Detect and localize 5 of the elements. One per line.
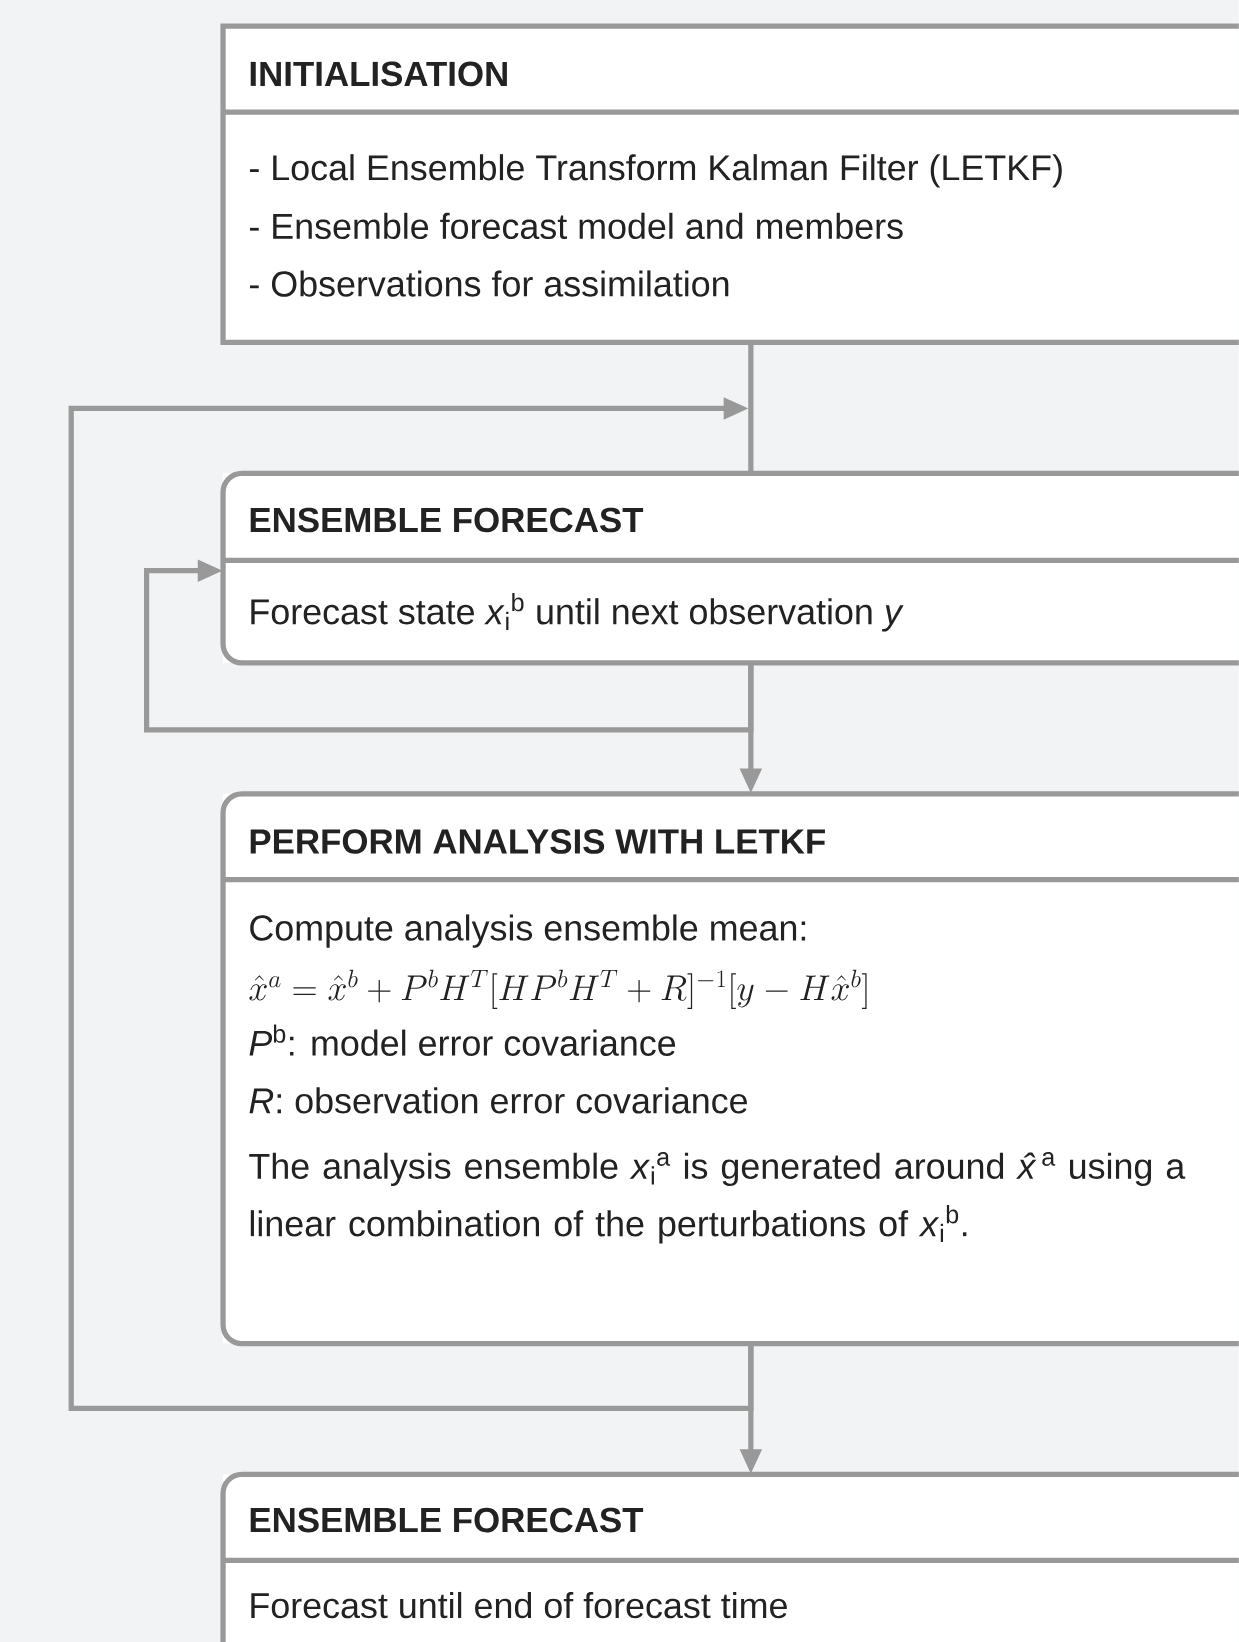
arrow bbox=[68, 397, 754, 1412]
process-box: ENSEMBLE FORECAST Forecast until end of forecast time bbox=[220, 1471, 1239, 1642]
process-box: PERFORM ANALYSIS WITH LETKF Compute analysis ensemble mean: $\hat{x}^a = \hat{x}^b + P^b H^T [H P^b H^T + R]^{-1} [y - H \hat{x}^b]$ P$^{b}$: model error covariance R: observation error covariance The analysis ensemble x$_{i}$$^{a}$ is generated around x̂$^{a}$ using a linear combination of the perturbations of x$_{i}$$^{b}$. bbox=[220, 791, 1239, 1347]
process-box: ENSEMBLE FORECAST Forecast state x$_{i}$$^{b}$ until next observation y bbox=[220, 470, 1239, 666]
process-box: INITIALISATION - Local Ensemble Transform Kalman Filter (LETKF) - Ensemble forecast model and members - Observations for assimilation bbox=[220, 23, 1239, 346]
